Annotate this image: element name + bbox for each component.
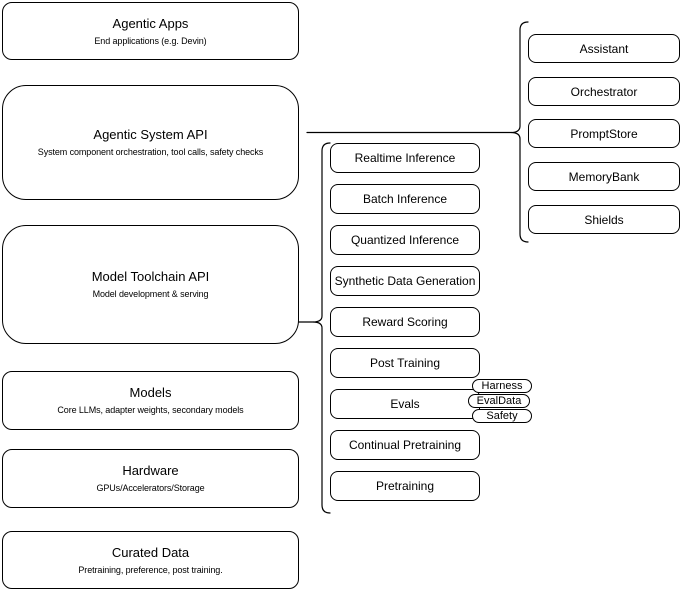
- model-toolchain-api-subtitle: Model development & serving: [92, 289, 209, 299]
- model-toolchain-api-box: Model Toolchain API Model development & …: [2, 225, 299, 344]
- curated-data-box: Curated Data Pretraining, preference, po…: [2, 531, 299, 589]
- toolchain-node-reward-scoring: Reward Scoring: [330, 307, 480, 337]
- system-node-promptstore: PromptStore: [528, 119, 680, 148]
- agentic-system-api-box: Agentic System API System component orch…: [2, 85, 299, 200]
- hardware-box: Hardware GPUs/Accelerators/Storage: [2, 449, 299, 508]
- system-components-brace: [510, 21, 529, 243]
- model-toolchain-api-title: Model Toolchain API: [91, 269, 210, 284]
- hardware-title: Hardware: [122, 463, 179, 478]
- evals-tag-evaldata: EvalData: [468, 394, 530, 408]
- toolchain-node-pretraining: Pretraining: [330, 471, 480, 501]
- agentic-apps-title: Agentic Apps: [112, 15, 189, 31]
- agentic-apps-box: Agentic Apps End applications (e.g. Devi…: [2, 2, 299, 60]
- agentic-apps-subtitle: End applications (e.g. Devin): [94, 35, 207, 46]
- toolchain-node-realtime-inference: Realtime Inference: [330, 143, 480, 173]
- toolchain-node-batch-inference: Batch Inference: [330, 184, 480, 214]
- models-subtitle: Core LLMs, adapter weights, secondary mo…: [57, 405, 244, 415]
- toolchain-node-evals: Evals: [330, 389, 480, 419]
- toolchain-node-post-training: Post Training: [330, 348, 480, 378]
- system-node-shields: Shields: [528, 205, 680, 234]
- models-title: Models: [129, 385, 172, 400]
- evals-tag-harness: Harness: [472, 379, 532, 393]
- agentic-system-api-subtitle: System component orchestration, tool cal…: [37, 147, 264, 157]
- toolchain-components-brace: [312, 142, 331, 514]
- system-node-orchestrator: Orchestrator: [528, 77, 680, 106]
- system-node-assistant: Assistant: [528, 34, 680, 63]
- models-box: Models Core LLMs, adapter weights, secon…: [2, 371, 299, 430]
- curated-data-subtitle: Pretraining, preference, post training.: [78, 564, 223, 575]
- agentic-system-api-title: Agentic System API: [93, 127, 208, 142]
- evals-tag-safety: Safety: [472, 409, 532, 423]
- curated-data-title: Curated Data: [111, 544, 190, 560]
- hardware-subtitle: GPUs/Accelerators/Storage: [96, 483, 205, 493]
- toolchain-node-quantized-inference: Quantized Inference: [330, 225, 480, 255]
- toolchain-node-synthetic-data-generation: Synthetic Data Generation: [330, 266, 480, 296]
- system-node-memorybank: MemoryBank: [528, 162, 680, 191]
- toolchain-node-continual-pretraining: Continual Pretraining: [330, 430, 480, 460]
